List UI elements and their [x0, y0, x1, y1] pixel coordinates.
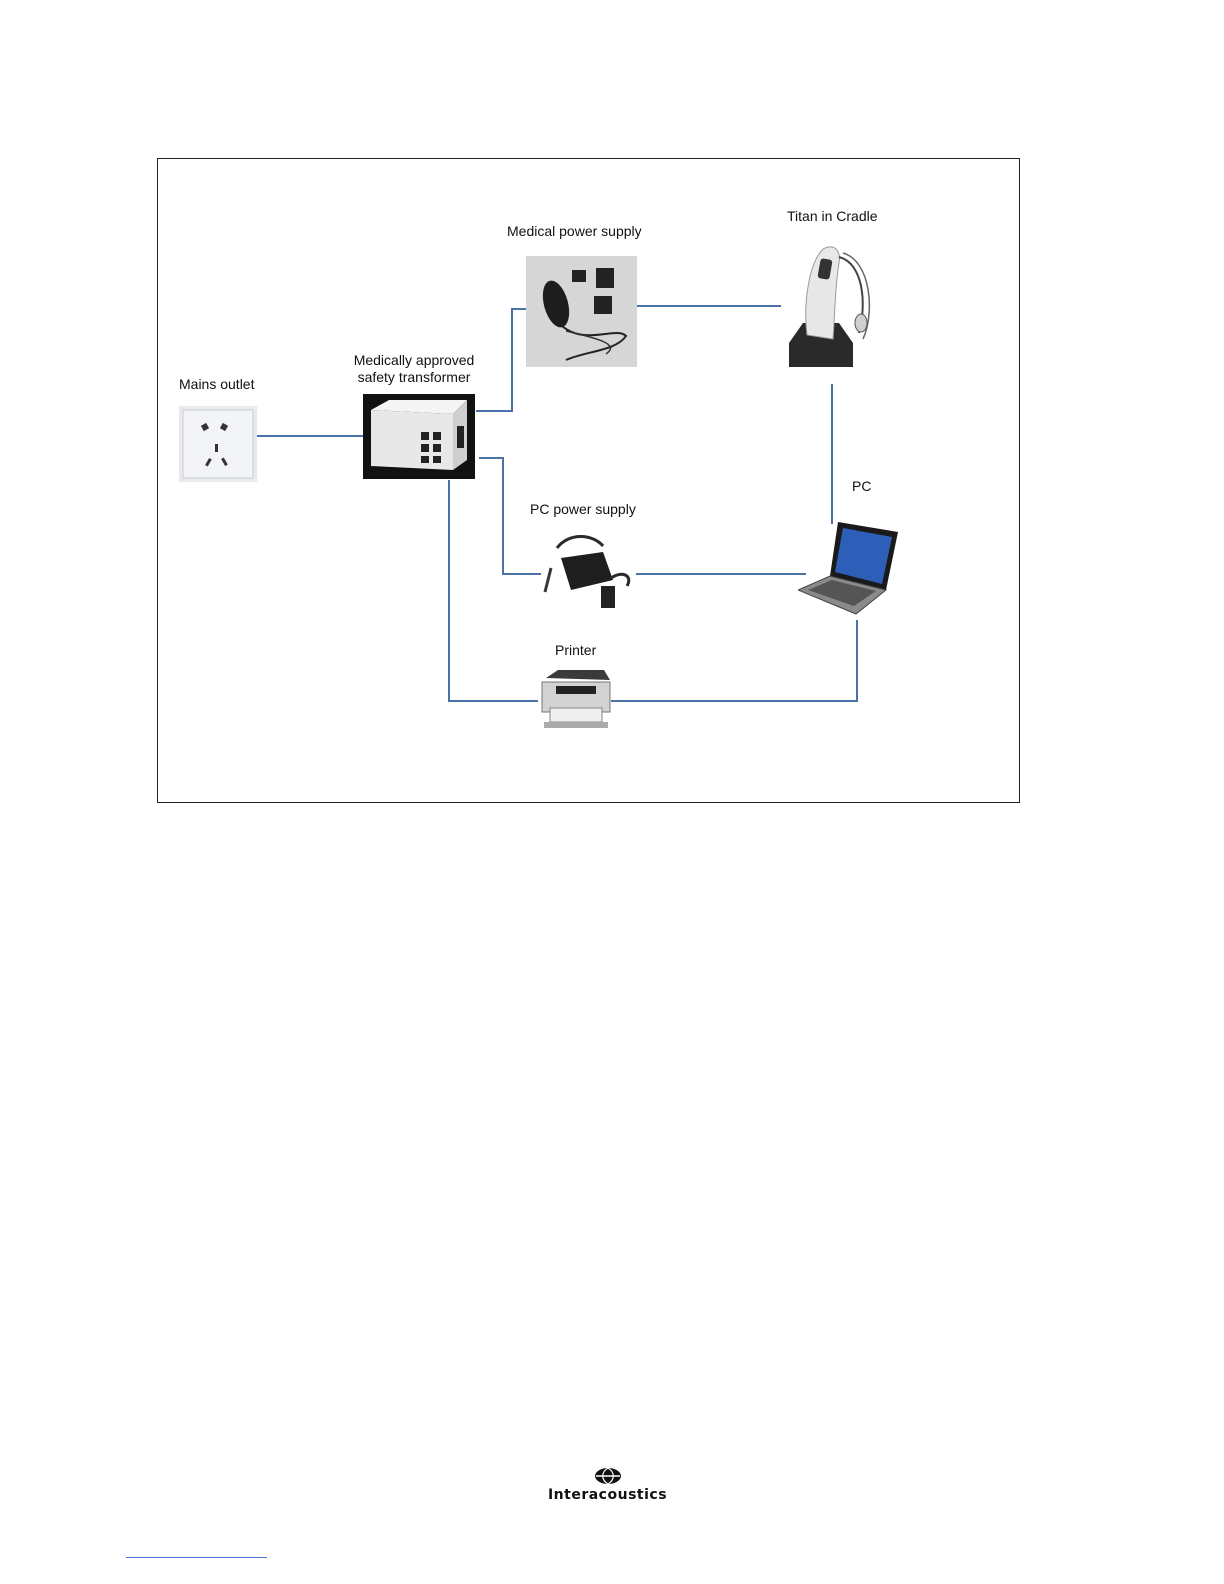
- printer-label: Printer: [555, 642, 596, 659]
- pc-laptop-icon: [798, 518, 898, 618]
- interacoustics-logo-text: Interacoustics: [520, 1487, 695, 1503]
- printer-icon: [538, 668, 613, 730]
- titan-in-cradle-icon: [783, 243, 879, 373]
- medical-power-supply-label: Medical power supply: [507, 223, 642, 240]
- safety-transformer-label-line2: safety transformer: [344, 369, 484, 386]
- safety-transformer-label-line1: Medically approved: [344, 352, 484, 369]
- pc-label: PC: [852, 478, 871, 495]
- safety-transformer-label: Medically approved safety transformer: [344, 352, 484, 386]
- edge-transformer-printer: [449, 480, 538, 701]
- footer-divider: [126, 1557, 267, 1558]
- edge-printer-pc: [611, 620, 857, 701]
- pc-power-supply-label: PC power supply: [530, 501, 636, 518]
- titan-in-cradle-label: Titan in Cradle: [787, 208, 878, 225]
- medical-power-supply-icon: [526, 256, 637, 367]
- interacoustics-logo-icon: [593, 1467, 623, 1485]
- mains-outlet-label: Mains outlet: [179, 376, 254, 393]
- interacoustics-logo: Interacoustics: [520, 1467, 695, 1507]
- mains-outlet-icon: [179, 406, 257, 482]
- pc-power-supply-icon: [541, 528, 636, 616]
- safety-transformer-icon: [363, 394, 475, 479]
